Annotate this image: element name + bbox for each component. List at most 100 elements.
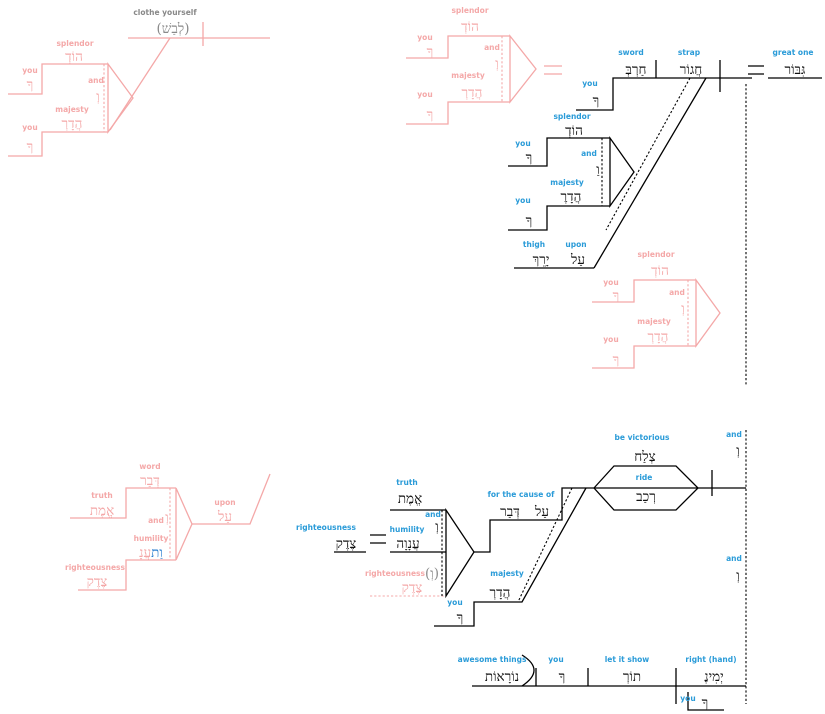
ll-upon-line bbox=[192, 473, 271, 525]
mg-you1-gloss: you bbox=[515, 139, 530, 148]
conjunction-triangle bbox=[107, 62, 134, 134]
majesty-line bbox=[8, 131, 108, 157]
bg-you2-gloss: you bbox=[603, 335, 618, 344]
lg-majesty-word: הֲדָרְ bbox=[462, 85, 483, 101]
mg-you2-gloss: you bbox=[515, 196, 530, 205]
lr-truth-gloss: truth bbox=[396, 478, 418, 487]
mg-splendor-word: הוֹדְ bbox=[565, 123, 583, 139]
sword-you-gloss: you bbox=[582, 79, 597, 88]
lr-you3-word: ךָ bbox=[702, 695, 709, 711]
bg-majesty-gloss: majesty bbox=[637, 317, 671, 326]
lg-you2-word: ךָ bbox=[427, 107, 434, 123]
lr-truth-word: אֱמֶת bbox=[398, 491, 422, 507]
lr-majesty-dashed bbox=[517, 487, 573, 603]
lr-righteous-word: צֶדֶק bbox=[336, 536, 357, 552]
lr-you2-word: ךָ bbox=[559, 669, 566, 685]
lr-you3-gloss: you bbox=[680, 694, 695, 703]
lr-and2-word: וְ bbox=[736, 568, 739, 584]
sword-gloss: sword bbox=[618, 48, 644, 57]
upper-left-diagram: clothe yourself (לְבַשׁ) splendor הוֹדְ … bbox=[8, 8, 270, 157]
bg-splendor-word: הוֹדְ bbox=[651, 263, 669, 279]
lr-righteous-gloss: righteousness bbox=[296, 523, 356, 532]
ll-humility-word-b: וַת bbox=[151, 545, 163, 561]
ll-humility-gloss: humility bbox=[134, 534, 169, 543]
strap-dashed-slant bbox=[605, 77, 691, 231]
ll-righteous-word: צֶדֶק bbox=[87, 574, 108, 590]
lr-righteous2-and: (וְ) bbox=[425, 566, 439, 582]
splendor-gloss: splendor bbox=[56, 39, 93, 48]
clothe-word: (לְבַשׁ) bbox=[157, 21, 190, 37]
lg-you1-word: ךָ bbox=[427, 44, 434, 60]
lg-majesty-line bbox=[406, 101, 510, 125]
lr-awesome-gloss: awesome things bbox=[458, 655, 527, 664]
great-one-gloss: great one bbox=[773, 48, 814, 57]
ll-and-gloss: and bbox=[148, 516, 164, 525]
mg-and-gloss: and bbox=[581, 149, 597, 158]
lr-majesty-gloss: majesty bbox=[490, 569, 524, 578]
lr-majesty-word: הֲדָרְ bbox=[490, 585, 511, 601]
and-word: וְ bbox=[96, 89, 99, 105]
bg-you1-gloss: you bbox=[603, 278, 618, 287]
lr-ride-word: רְכַב bbox=[636, 489, 656, 505]
lr-triangle bbox=[445, 507, 475, 599]
bg-majesty-word: הֲדָרְ bbox=[648, 329, 669, 345]
lr-cause-gloss: for the cause of bbox=[488, 490, 556, 499]
mg-triangle bbox=[609, 135, 635, 209]
lg-equals bbox=[544, 65, 562, 75]
thigh-gloss: thigh bbox=[523, 240, 545, 249]
strap-word: חֲגוֹר bbox=[680, 62, 703, 78]
lr-humility-gloss: humility bbox=[390, 525, 425, 534]
ll-word-gloss: word bbox=[139, 462, 160, 471]
lower-left-diagram: word דְּבַר truth אֱמֶת and וְ humility … bbox=[65, 462, 271, 591]
lr-show-word: תוֹרְ bbox=[623, 669, 641, 685]
lr-victorious-word: צְלַח bbox=[634, 449, 655, 465]
ll-word-word: דְּבַר bbox=[140, 473, 160, 489]
lr-show-gloss: let it show bbox=[605, 655, 650, 664]
lr-you-gloss: you bbox=[447, 598, 462, 607]
lg-and-gloss: and bbox=[484, 43, 500, 52]
mg-majesty-gloss: majesty bbox=[550, 178, 584, 187]
splendor-word: הוֹדְ bbox=[65, 49, 83, 65]
lr-and1-gloss: and bbox=[726, 430, 742, 439]
bg-and-gloss: and bbox=[669, 288, 685, 297]
lr-righteous-equals bbox=[370, 534, 386, 544]
mg-majesty-word: הֲדָרֶ bbox=[561, 189, 582, 205]
bg-and-word: וְ bbox=[681, 301, 684, 317]
lg-splendor-gloss: splendor bbox=[451, 6, 488, 15]
splendor-line bbox=[8, 63, 108, 95]
mg-splendor-gloss: splendor bbox=[553, 112, 590, 121]
sword-you-word: ךָ bbox=[593, 93, 600, 109]
lr-right-gloss: right (hand) bbox=[685, 655, 736, 664]
ll-righteous-gloss: righteousness bbox=[65, 563, 125, 572]
upon-word: עַל bbox=[570, 252, 585, 268]
you1-gloss: you bbox=[22, 66, 37, 75]
mg-splendor-line bbox=[508, 137, 610, 167]
and-gloss: and bbox=[88, 76, 104, 85]
lg-majesty-gloss: majesty bbox=[451, 71, 485, 80]
ll-and-word: וְ bbox=[165, 510, 168, 526]
lr-you-word: ךָ bbox=[457, 610, 464, 626]
lr-and2-gloss: and bbox=[726, 554, 742, 563]
bg-triangle bbox=[695, 278, 721, 348]
bg-you2-word: ךָ bbox=[613, 352, 620, 368]
lr-right-word: יְמִינֶ bbox=[704, 669, 724, 685]
ll-truth-gloss: truth bbox=[91, 491, 113, 500]
lg-splendor-line bbox=[406, 35, 510, 59]
lr-righteous2-word: צֶדֶק bbox=[402, 580, 423, 596]
ll-truth-word: אֱמֶת bbox=[90, 503, 114, 519]
lr-and1-word: וְ bbox=[736, 443, 739, 459]
lg-triangle bbox=[509, 34, 537, 104]
lr-victorious-gloss: be victorious bbox=[615, 433, 670, 442]
lr-and-gloss: and bbox=[425, 510, 441, 519]
mg-majesty-line bbox=[508, 205, 610, 231]
thigh-word: יָרֵךְ bbox=[533, 252, 550, 268]
mg-you2-word: ךָ bbox=[526, 213, 533, 229]
lower-right-diagram: righteousness צֶדֶק truth אֱמֶת and וְ h… bbox=[296, 430, 747, 711]
great-one-word: גִּבּוֹר bbox=[784, 62, 806, 78]
mg-you1-word: ךָ bbox=[526, 150, 533, 166]
ll-righteous-humility-line bbox=[78, 559, 176, 591]
lr-righteous2-gloss: righteousness bbox=[365, 569, 425, 578]
lg-splendor-word: הוֹדְ bbox=[461, 19, 479, 35]
ll-upon-gloss: upon bbox=[214, 498, 235, 507]
